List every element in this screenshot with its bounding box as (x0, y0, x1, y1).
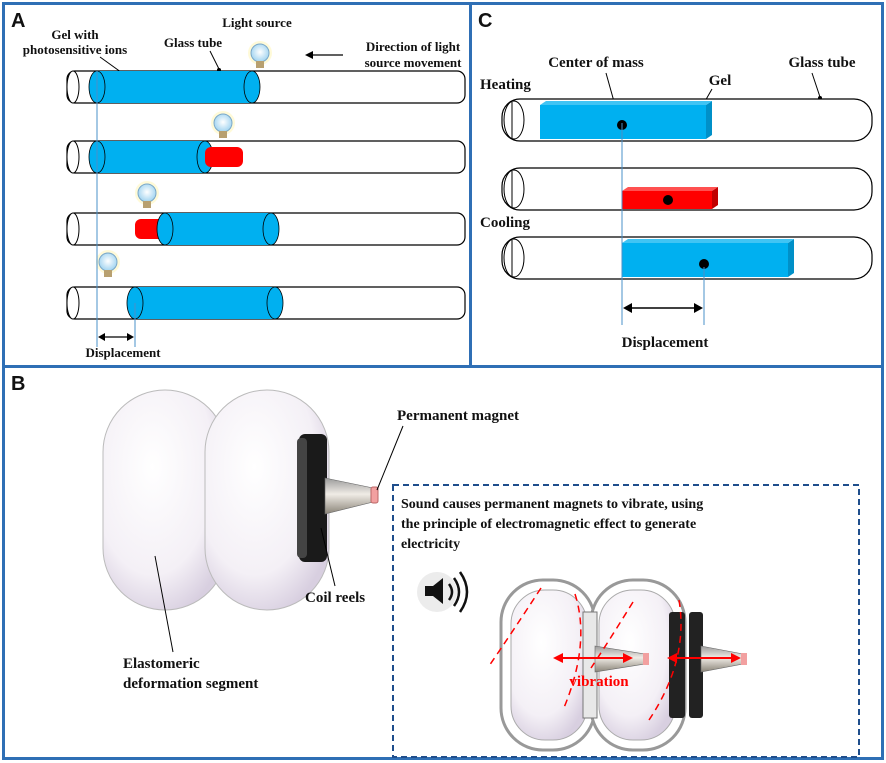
gel-label-c: Gel (709, 73, 732, 89)
light-bulb-icon (248, 41, 272, 68)
gel-segment (165, 213, 271, 245)
glass-tube-1 (66, 70, 466, 104)
glass-tube-leader-line (209, 50, 220, 70)
glass-tube-c3 (501, 236, 873, 280)
gel-segment (97, 71, 252, 103)
panel-b-diagram: B Permanent magnet Coil reels Elastomeri… (11, 373, 860, 758)
light-bulb-icon (96, 250, 120, 277)
light-bulb-icon (211, 111, 235, 138)
panel-b: B Permanent magnet Coil reels Elastomeri… (2, 365, 884, 760)
gel-segment (135, 287, 275, 319)
direction-label-line2: source movement (365, 55, 463, 70)
light-source-label: Light source (222, 15, 292, 30)
panel-c-letter: C (478, 10, 492, 32)
speaker-sound-icon (417, 571, 469, 613)
direction-label-line1: Direction of light (366, 39, 461, 54)
permanent-magnet-label: Permanent magnet (397, 408, 519, 424)
displacement-label-c: Displacement (622, 335, 709, 351)
inset-generator (499, 578, 747, 752)
glass-tube-4 (66, 286, 466, 320)
center-of-mass-dot (663, 195, 673, 205)
direction-arrow-head (305, 51, 313, 59)
panel-c-diagram: C Center of mass Gel Glass tube Heating … (478, 10, 873, 351)
heated-gel-segment (205, 147, 243, 167)
sound-text-line1: Sound causes permanent magnets to vibrat… (401, 497, 703, 512)
elastomeric-label-line1: Elastomeric (123, 656, 200, 672)
glass-tube-c2 (501, 167, 873, 211)
glass-tube-3 (66, 212, 466, 246)
panel-c: C Center of mass Gel Glass tube Heating … (469, 2, 884, 368)
heating-label: Heating (480, 77, 531, 93)
gel-segment (97, 141, 205, 173)
permanent-magnet (324, 477, 374, 515)
panel-a-diagram: A Gel with photosensitive ions Glass tub… (11, 10, 466, 360)
vibration-label: vibration (569, 674, 629, 690)
displacement-label-a: Displacement (85, 345, 161, 360)
gel-label-line1: Gel with (51, 27, 99, 42)
sound-text-line2: the principle of electromagnetic effect … (401, 517, 696, 532)
glass-tube-c1 (501, 98, 873, 142)
panel-a: A Gel with photosensitive ions Glass tub… (2, 2, 472, 368)
center-of-mass-dot (699, 259, 709, 269)
cooling-label: Cooling (480, 215, 531, 231)
gel-label-line2: photosensitive ions (23, 42, 127, 57)
glass-tube-label-c: Glass tube (788, 55, 855, 71)
glass-tube-label: Glass tube (164, 35, 222, 50)
coil-reels-label: Coil reels (305, 590, 365, 606)
light-bulb-icon (135, 181, 159, 208)
glass-tube-2 (66, 140, 466, 174)
panel-a-letter: A (11, 10, 25, 32)
panel-b-letter: B (11, 373, 25, 395)
center-of-mass-label: Center of mass (548, 55, 644, 71)
elastomeric-label-line2: deformation segment (123, 676, 258, 692)
sound-text-line3: electricity (401, 537, 460, 552)
